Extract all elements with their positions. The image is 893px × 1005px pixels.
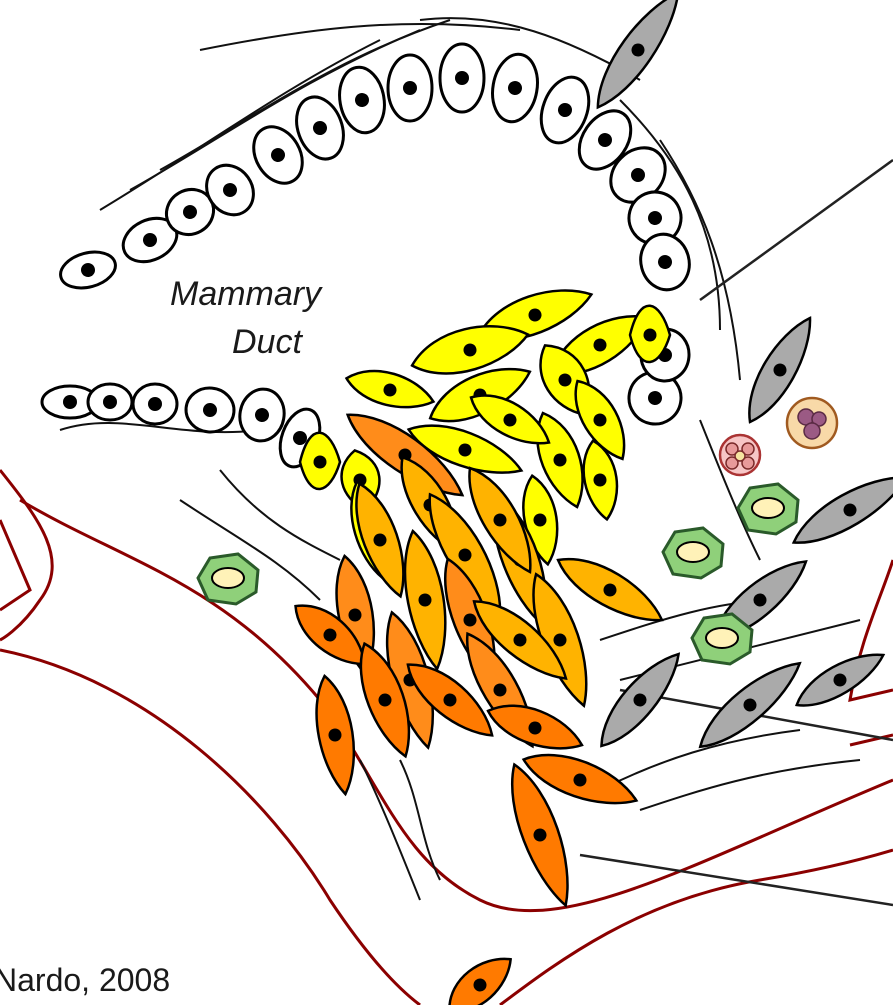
- vessel-wall-left-inner: [0, 520, 30, 610]
- nucleus-icon: [403, 81, 417, 95]
- fibroblast-icon: [789, 642, 890, 716]
- vessel-wall-left-outer: [0, 470, 52, 640]
- epithelial-cell-icon: [133, 384, 177, 424]
- nucleus-icon: [644, 329, 657, 342]
- duct-label-line2: Duct: [232, 323, 302, 362]
- epithelial-cell-icon: [88, 384, 132, 420]
- epithelial-cell-icon: [57, 246, 120, 293]
- epithelial-cell-icon: [184, 386, 236, 434]
- orange-cell-icon: [309, 673, 363, 797]
- immune-cell-icon: [787, 398, 837, 448]
- macrophage-icon: [738, 484, 798, 534]
- nucleus-icon: [455, 71, 469, 85]
- collagen-fiber: [400, 760, 440, 880]
- citation-label: Nardo, 2008: [0, 962, 170, 999]
- pointer-line-top: [700, 160, 893, 300]
- macrophage-icon: [198, 554, 258, 604]
- macrophage-icon: [692, 614, 752, 664]
- epithelial-cell-icon: [487, 51, 542, 126]
- macrophage-icon: [663, 528, 723, 578]
- epithelial-cell-icon: [388, 55, 432, 121]
- epithelial-cell-icon: [440, 44, 484, 112]
- orange-cell-icon: [438, 946, 521, 1005]
- collagen-fiber: [600, 730, 800, 790]
- fibroblast-icon: [690, 651, 810, 759]
- nucleus-icon: [103, 395, 117, 409]
- nucleus-icon: [314, 456, 327, 469]
- nucleus-icon: [148, 397, 162, 411]
- fibroblast-icon: [785, 463, 893, 556]
- collagen-fiber: [360, 760, 420, 900]
- vessel-wall-lower: [0, 650, 420, 1005]
- nucleus-icon: [63, 395, 77, 409]
- immune-cell-icon: [720, 435, 760, 475]
- duct-label-line1: Mammary: [170, 275, 321, 314]
- immune-cells: [720, 398, 837, 475]
- collagen-fiber: [640, 760, 860, 810]
